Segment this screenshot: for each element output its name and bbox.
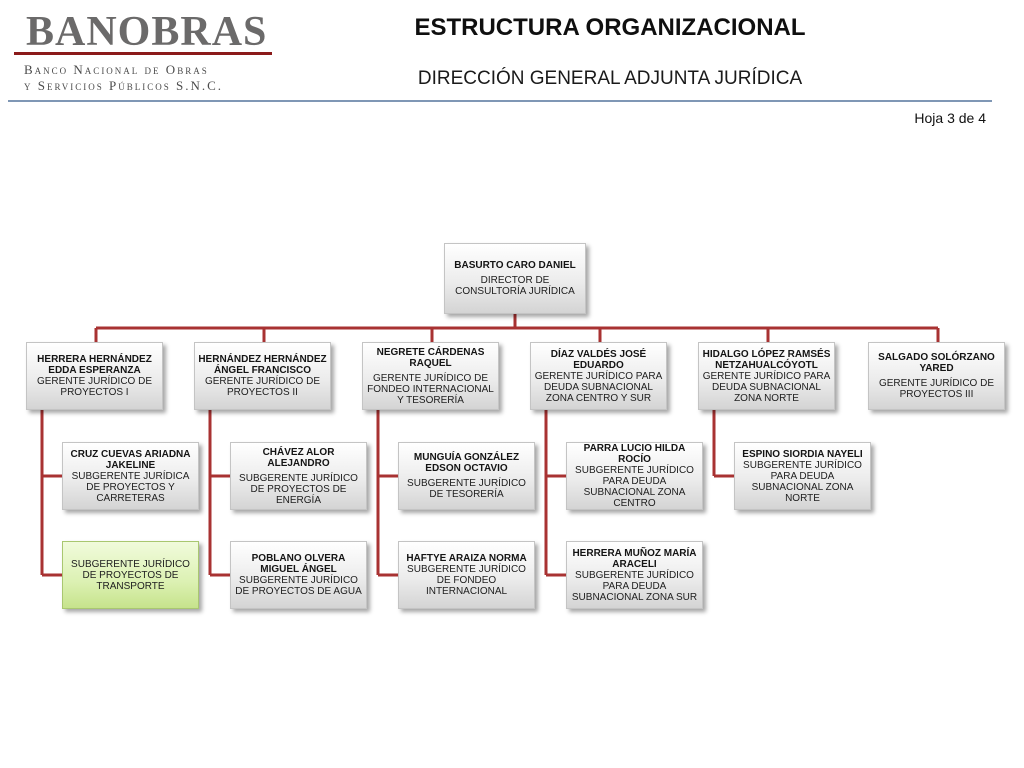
org-node-subordinate: HERRERA MUÑOZ MARÍA ARACELI SUBGERENTE J… xyxy=(566,541,703,609)
org-node-subordinate: MUNGUÍA GONZÁLEZ EDSON OCTAVIO SUBGERENT… xyxy=(398,442,535,510)
node-position: GERENTE JURÍDICO DE PROYECTOS III xyxy=(878,378,994,400)
node-name: DÍAZ VALDÉS JOSÉ EDUARDO xyxy=(550,348,647,371)
node-position: GERENTE JURÍDICO DE PROYECTOS II xyxy=(204,376,320,398)
header-divider xyxy=(8,100,992,102)
node-name: MUNGUÍA GONZÁLEZ EDSON OCTAVIO xyxy=(413,452,520,474)
org-node-manager: HERNÁNDEZ HERNÁNDEZ ÁNGEL FRANCISCO GERE… xyxy=(194,342,331,410)
node-name: ESPINO SIORDIA NAYELI xyxy=(742,448,863,460)
node-name: HIDALGO LÓPEZ RAMSÉS NETZAHUALCÓYOTL xyxy=(702,348,831,371)
node-name: POBLANO OLVERA MIGUEL ÁNGEL xyxy=(251,553,346,575)
node-name: HERRERA MUÑOZ MARÍA ARACELI xyxy=(572,547,697,570)
node-position: SUBGERENTE JURÍDICO DE PROYECTOS DE TRAN… xyxy=(71,558,190,592)
org-node-subordinate: CHÁVEZ ALOR ALEJANDRO SUBGERENTE JURÍDIC… xyxy=(230,442,367,510)
node-position: GERENTE JURÍDICO PARA DEUDA SUBNACIONAL … xyxy=(534,370,663,404)
org-node-subordinate: POBLANO OLVERA MIGUEL ÁNGEL SUBGERENTE J… xyxy=(230,541,367,609)
node-position: SUBGERENTE JURÍDICO DE TESORERÍA xyxy=(407,478,526,500)
org-node-vacant: SUBGERENTE JURÍDICO DE PROYECTOS DE TRAN… xyxy=(62,541,199,609)
node-name: NEGRETE CÁRDENAS RAQUEL xyxy=(376,346,485,369)
org-node-subordinate: HAFTYE ARAIZA NORMA SUBGERENTE JURÍDICO … xyxy=(398,541,535,609)
node-position: SUBGERENTE JURÍDICO PARA DEUDA SUBNACION… xyxy=(743,459,862,504)
org-node-manager: SALGADO SOLÓRZANO YARED GERENTE JURÍDICO… xyxy=(868,342,1005,410)
org-node-manager: HERRERA HERNÁNDEZ EDDA ESPERANZA GERENTE… xyxy=(26,342,163,410)
node-name: BASURTO CARO DANIEL xyxy=(454,260,576,271)
node-position: SUBGERENTE JURÍDICO PARA DEUDA SUBNACION… xyxy=(571,569,698,603)
node-name: CRUZ CUEVAS ARIADNA JAKELINE xyxy=(70,448,191,471)
org-node-subordinate: PARRA LUCIO HILDA ROCÍO SUBGERENTE JURÍD… xyxy=(566,442,703,510)
node-name: HAFTYE ARAIZA NORMA xyxy=(406,553,527,564)
node-position: GERENTE JURÍDICO DE PROYECTOS I xyxy=(36,376,152,398)
banobras-logo: BANOBRAS Banco Nacional de Obras y Servi… xyxy=(14,6,276,96)
node-position: GERENTE JURÍDICO DE FONDEO INTERNACIONAL… xyxy=(367,372,494,406)
node-position: DIRECTOR DE CONSULTORÍA JURÍDICA xyxy=(455,275,575,297)
node-name: PARRA LUCIO HILDA ROCÍO xyxy=(583,443,686,465)
org-node-manager: DÍAZ VALDÉS JOSÉ EDUARDO GERENTE JURÍDIC… xyxy=(530,342,667,410)
node-name: HERNÁNDEZ HERNÁNDEZ ÁNGEL FRANCISCO xyxy=(198,354,327,376)
page-title: ESTRUCTURA ORGANIZACIONAL xyxy=(414,14,806,41)
node-position: SUBGERENTE JURÍDICO DE FONDEO INTERNACIO… xyxy=(407,564,526,597)
org-node-manager: NEGRETE CÁRDENAS RAQUEL GERENTE JURÍDICO… xyxy=(362,342,499,410)
logo-wordmark: BANOBRAS xyxy=(26,9,268,55)
node-position: SUBGERENTE JURÍDICO DE PROYECTOS DE AGUA xyxy=(235,575,362,597)
org-node-director: BASURTO CARO DANIEL DIRECTOR DE CONSULTO… xyxy=(444,243,586,314)
org-node-subordinate: CRUZ CUEVAS ARIADNA JAKELINE SUBGERENTE … xyxy=(62,442,199,510)
node-position: SUBGERENTE JURÍDICO PARA DEUDA SUBNACION… xyxy=(575,465,694,509)
node-name: CHÁVEZ ALOR ALEJANDRO xyxy=(262,446,335,469)
node-position: SUBGERENTE JURÍDICO DE PROYECTOS DE ENER… xyxy=(239,472,358,506)
sheet-number: Hoja 3 de 4 xyxy=(914,110,986,126)
node-name: SALGADO SOLÓRZANO YARED xyxy=(878,352,995,374)
logo-tagline-line1: Banco Nacional de Obras xyxy=(24,62,209,77)
org-node-manager: HIDALGO LÓPEZ RAMSÉS NETZAHUALCÓYOTL GER… xyxy=(698,342,835,410)
node-name: HERRERA HERNÁNDEZ EDDA ESPERANZA xyxy=(37,354,152,376)
logo-tagline-line2: y Servicios Públicos S.N.C. xyxy=(24,78,224,93)
org-node-subordinate: ESPINO SIORDIA NAYELI SUBGERENTE JURÍDIC… xyxy=(734,442,871,510)
node-position: SUBGERENTE JURÍDICA DE PROYECTOS Y CARRE… xyxy=(71,470,190,504)
page-subtitle: DIRECCIÓN GENERAL ADJUNTA JURÍDICA xyxy=(417,68,803,89)
logo-rule xyxy=(14,52,272,55)
node-position: GERENTE JURÍDICO PARA DEUDA SUBNACIONAL … xyxy=(702,370,831,404)
